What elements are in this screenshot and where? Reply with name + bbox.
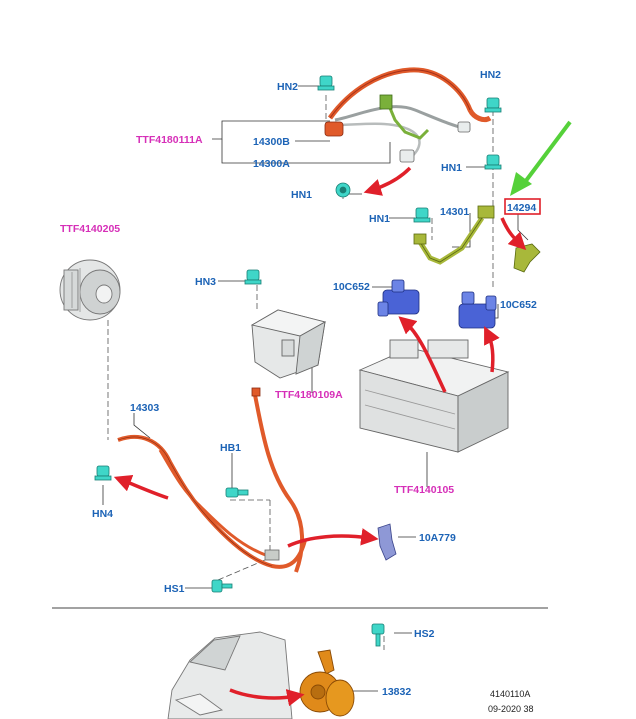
label-hn3: HN3 (195, 276, 216, 288)
label-14294: 14294 (507, 202, 536, 214)
nut-icon-hn2-left (317, 75, 335, 91)
figure-id: 4140110A (490, 689, 530, 699)
nut-icon-hn4 (94, 465, 112, 481)
part-14294 (513, 243, 541, 273)
bolt-icon-hs1 (211, 579, 233, 593)
bolt-icon-hs2 (371, 623, 385, 647)
assembly-lines (107, 95, 494, 650)
nut-icon-hn1-left (413, 207, 431, 223)
label-hn2-top-right: HN2 (480, 69, 501, 81)
label-14303: 14303 (130, 402, 159, 414)
nut-icon-hn1-right (484, 154, 502, 170)
nut-icon-hn1-mid (335, 182, 351, 198)
label-ttf4180111a: TTF4180111A (136, 134, 203, 146)
label-10c652-left: 10C652 (333, 281, 370, 293)
green-arrow (510, 120, 572, 196)
label-hn1-mid: HN1 (291, 189, 312, 201)
label-hn1-left: HN1 (369, 213, 390, 225)
fuse-box-icon (250, 309, 327, 379)
label-14300a: 14300A (253, 158, 290, 170)
nut-icon-hn2-right (484, 97, 502, 113)
callout-labels: HN2 HN2 TTF4180111A 14300B 14300A HN1 HN… (60, 69, 537, 698)
nut-icon-hn3 (244, 269, 262, 285)
label-ttf4140205: TTF4140205 (60, 223, 120, 235)
label-10a779: 10A779 (419, 532, 456, 544)
fasteners (94, 75, 502, 647)
figure-footer: 4140110A 09-2020 38 (488, 689, 534, 714)
label-ttf4180109a: TTF4180109A (275, 389, 343, 401)
label-hs1: HS1 (164, 583, 185, 595)
alternator-icon (59, 259, 121, 321)
label-13832: 13832 (382, 686, 411, 698)
bracket-10a779 (377, 523, 397, 561)
label-hb1: HB1 (220, 442, 241, 454)
red-arrows (113, 166, 527, 707)
label-14301: 14301 (440, 206, 469, 218)
highlight-box-14294 (504, 198, 541, 215)
battery-icon (358, 339, 510, 453)
label-14300b: 14300B (253, 136, 290, 148)
figure-date: 09-2020 38 (488, 704, 534, 714)
top-harness-14300 (324, 67, 492, 163)
label-hn4: HN4 (92, 508, 113, 520)
connector-icon-10c652-right (458, 291, 497, 329)
bolt-icon-hb1 (225, 487, 249, 498)
horn-icon (299, 649, 355, 717)
label-hs2: HS2 (414, 628, 435, 640)
label-ttf4140105: TTF4140105 (394, 484, 454, 496)
label-hn1-right: HN1 (441, 162, 462, 174)
label-hn2-top-left: HN2 (277, 81, 298, 93)
label-10c652-right: 10C652 (500, 299, 537, 311)
connector-icon-10c652-left (377, 279, 420, 317)
van-icon (167, 631, 293, 719)
bracket-14301 (413, 205, 495, 265)
cable-14303 (117, 387, 307, 573)
